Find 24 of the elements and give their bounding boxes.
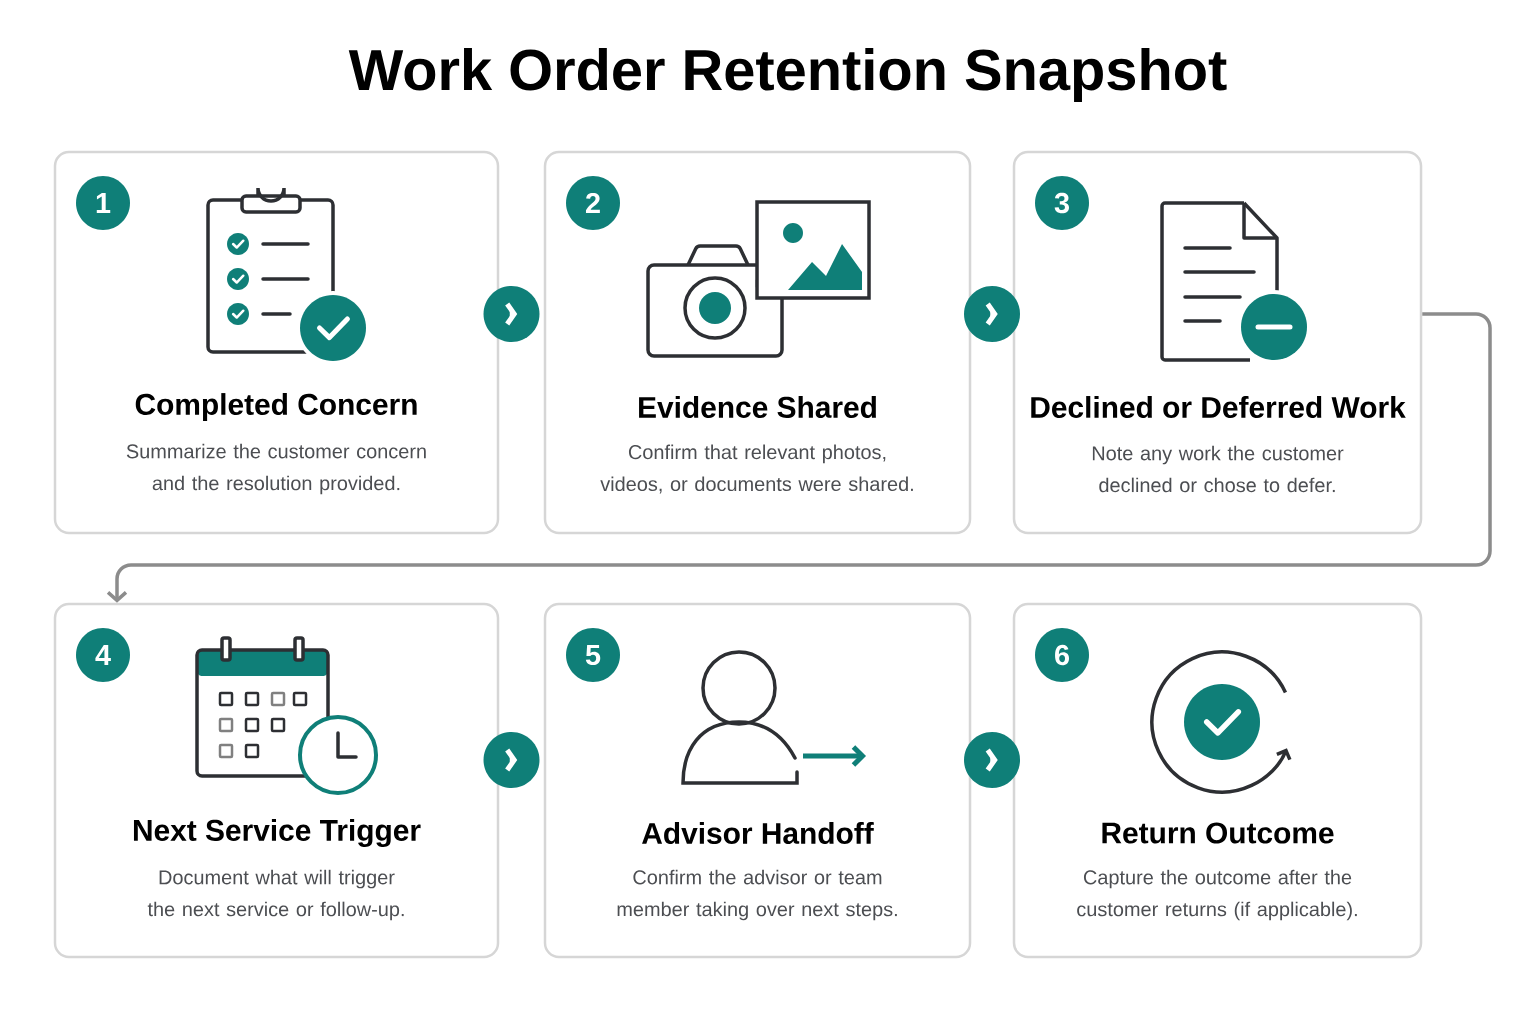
step-number-badge: 6 <box>1035 628 1089 682</box>
card-title: Evidence Shared <box>639 396 876 418</box>
connector-arrow <box>106 312 1492 603</box>
card-description: Confirm that relevant photos, videos, or documents were shared. <box>600 444 913 494</box>
card-description: Summarize the customer concern and the resolution provided. <box>126 443 426 495</box>
card-description: Confirm the advisor or team member taking over next steps. <box>617 869 897 921</box>
card-description: Note any work the customer declined or chose to defer. <box>1092 445 1344 493</box>
chevron-arrow <box>483 286 540 342</box>
card-title: Completed Concern <box>135 393 417 421</box>
chevron-arrow <box>964 286 1020 342</box>
card-title: Declined or Deferred Work <box>1031 396 1406 418</box>
card-title: Advisor Handoff <box>642 822 874 844</box>
step-number-badge: 5 <box>566 628 620 682</box>
card-description: Document what will trigger the next service or follow-up. <box>147 869 404 921</box>
step-number-badge: 3 <box>1035 176 1089 230</box>
card-title: Return Outcome <box>1102 822 1334 844</box>
card-description: Capture the outcome after the customer returns (if applicable). <box>1077 869 1357 921</box>
step-number-badge: 2 <box>566 176 620 230</box>
chevron-arrow <box>964 732 1020 788</box>
step-number-badge: 1 <box>76 176 130 230</box>
chevron-arrow <box>483 732 540 788</box>
step-number-badge: 4 <box>76 628 130 682</box>
card-title: Next Service Trigger <box>133 819 421 847</box>
title: Work Order Retention Snapshot <box>348 48 1227 102</box>
